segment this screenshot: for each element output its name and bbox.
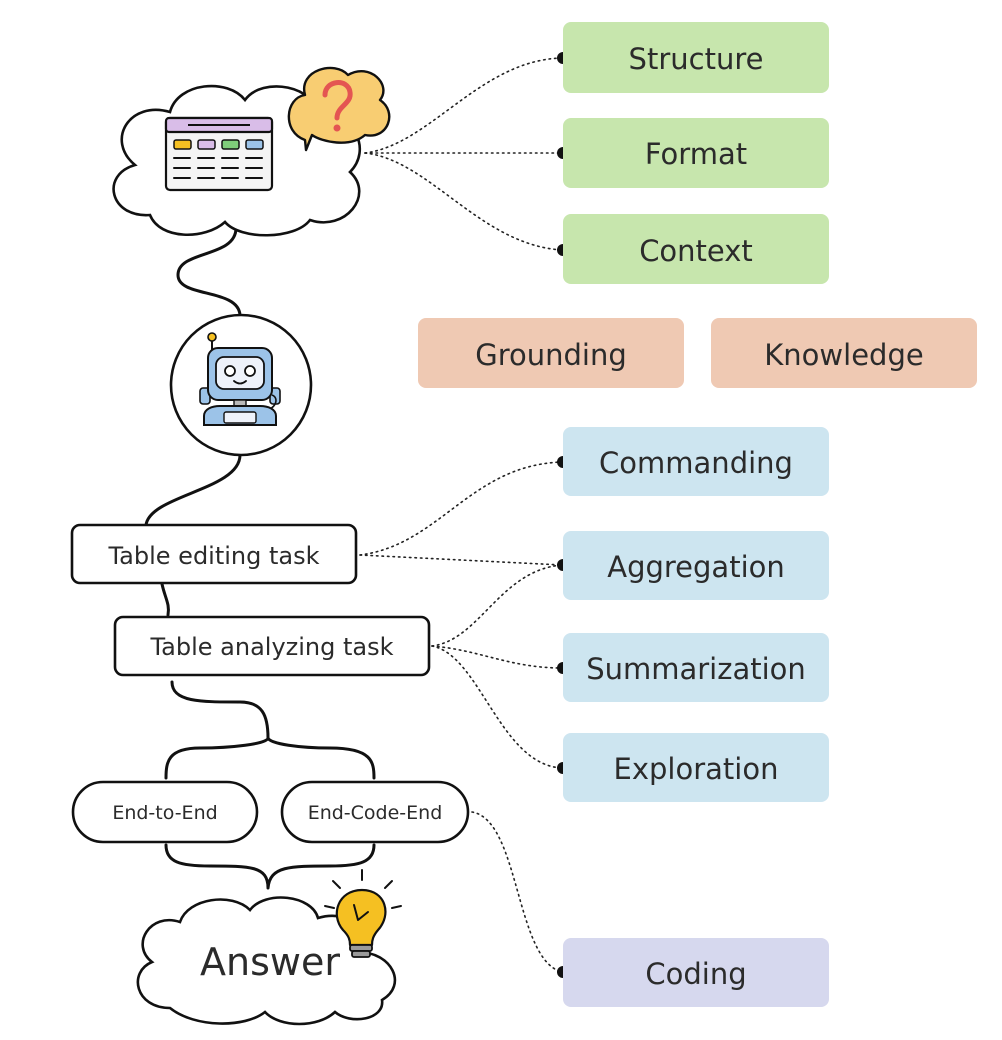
connector-table-structure [364, 57, 563, 154]
table-editing-task-label: Table editing task [107, 542, 319, 570]
aggregation-label: Aggregation [607, 550, 785, 584]
grounding-label: Grounding [475, 338, 627, 372]
commanding-label: Commanding [599, 446, 793, 480]
format-box [563, 118, 829, 188]
wire-cloud-robot [176, 226, 242, 317]
context-label: Context [639, 234, 753, 268]
context-box [563, 214, 829, 284]
end-code-end-label: End-Code-End [308, 802, 443, 824]
exploration-box [563, 733, 829, 802]
format-label: Format [645, 137, 747, 171]
structure-label: Structure [629, 42, 764, 76]
answer-cloud: Answer [136, 869, 402, 1026]
table-icon [164, 116, 274, 192]
robot-node [169, 313, 313, 457]
aggregation-box [563, 531, 829, 600]
connector-code-coding [471, 811, 563, 973]
feature-boxes: Structure Format Context [563, 22, 829, 284]
skill-boxes: Grounding Knowledge [418, 318, 977, 388]
summarization-box [563, 633, 829, 702]
table-analyzing-task: Table analyzing task [113, 615, 431, 677]
wire-robot-editing [144, 453, 242, 527]
robot-icon [199, 332, 281, 426]
wire-editing-analyzing [160, 582, 170, 617]
table-question-cloud [112, 66, 391, 237]
commanding-box [563, 427, 829, 496]
connector-table-context [364, 152, 563, 251]
answer-label: Answer [200, 940, 340, 984]
grounding-box [418, 318, 684, 388]
table-analyzing-task-label: Table analyzing task [149, 633, 393, 661]
connector-dots [557, 52, 569, 978]
coding-box [563, 938, 829, 1007]
end-to-end-label: End-to-End [112, 802, 217, 824]
knowledge-label: Knowledge [764, 338, 923, 372]
knowledge-box [711, 318, 977, 388]
lightbulb-icon [324, 869, 402, 958]
flow-wires [144, 226, 376, 890]
end-code-end-mode: End-Code-End [280, 780, 470, 844]
coding-box-group: Coding [563, 938, 829, 1007]
brace-bottom [164, 843, 376, 890]
analysis-boxes: Commanding Aggregation Summarization Exp… [563, 427, 829, 802]
end-to-end-mode: End-to-End [71, 780, 259, 844]
connector-editing-commanding [359, 461, 563, 556]
table-question-icon [287, 66, 391, 152]
exploration-label: Exploration [614, 752, 779, 786]
brace-top [164, 680, 376, 780]
table-editing-task: Table editing task [70, 523, 358, 585]
connector-analyzing-exploration [431, 645, 563, 769]
coding-label: Coding [645, 957, 746, 991]
dotted-connectors [359, 57, 563, 973]
summarization-label: Summarization [586, 652, 806, 686]
connector-editing-aggregation [359, 554, 563, 566]
connector-analyzing-aggregation [431, 564, 563, 647]
structure-box [563, 22, 829, 93]
connector-analyzing-summarization [431, 645, 563, 669]
